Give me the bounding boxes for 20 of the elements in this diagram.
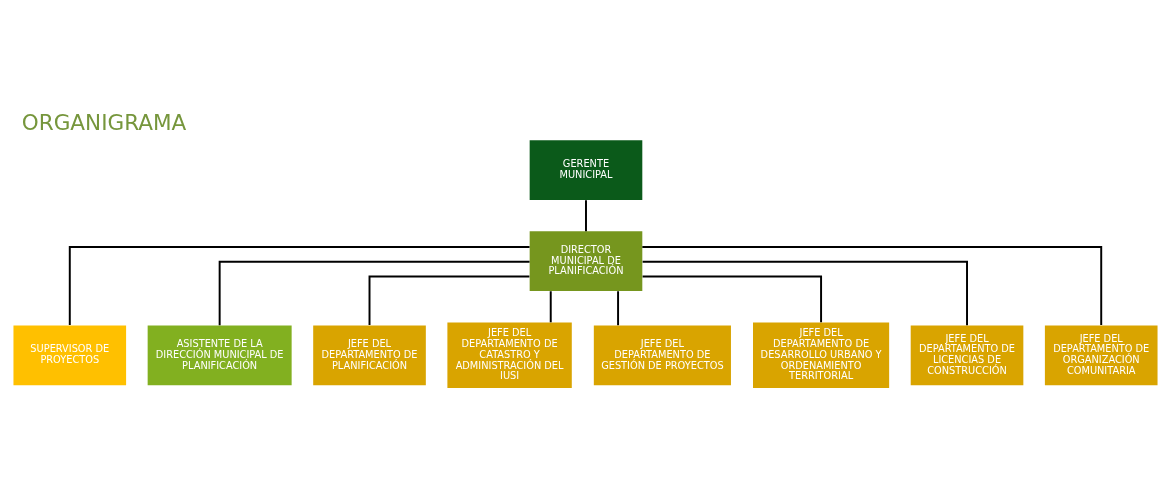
connector — [368, 275, 531, 326]
connector — [218, 260, 531, 327]
connector — [617, 290, 620, 327]
node-box: GERENTE MUNICIPAL — [529, 140, 643, 200]
connector — [585, 199, 587, 233]
node-box: JEFE DEL DEPARTAMENTO DE LICENCIAS DE CONSTRUCCIÓN — [910, 325, 1024, 386]
connector — [549, 290, 552, 324]
connector — [68, 246, 531, 327]
node-box: JEFE DEL DEPARTAMENTO DE GESTIÓN DE PROYECTOS — [593, 325, 731, 386]
connector — [641, 260, 968, 327]
diagram-title: ORGANIGRAMA — [21, 110, 187, 136]
node-box: JEFE DEL DEPARTAMENTO DE CATASTRO Y ADMINISTRACIÓN DEL IUSI — [447, 322, 572, 389]
node-box: ASISTENTE DE LA DIRECCIÓN MUNICIPAL DE PLANIFICACIÓN — [147, 325, 292, 386]
node-box: JEFE DEL DEPARTAMENTO DE ORGANIZACIÓN COMUNITARIA — [1044, 325, 1158, 386]
node-box: SUPERVISOR DE PROYECTOS — [13, 325, 127, 386]
node-box: DIRECTOR MUNICIPAL DE PLANIFICACIÓN — [529, 231, 643, 292]
node-box: JEFE DEL DEPARTAMENTO DE PLANIFICACIÓN — [313, 325, 426, 386]
connector — [641, 246, 1103, 327]
node-box: JEFE DEL DEPARTAMENTO DE DESARROLLO URBANO Y ORDENAMIENTO TERRITORIAL — [753, 322, 890, 389]
connector — [641, 275, 823, 324]
